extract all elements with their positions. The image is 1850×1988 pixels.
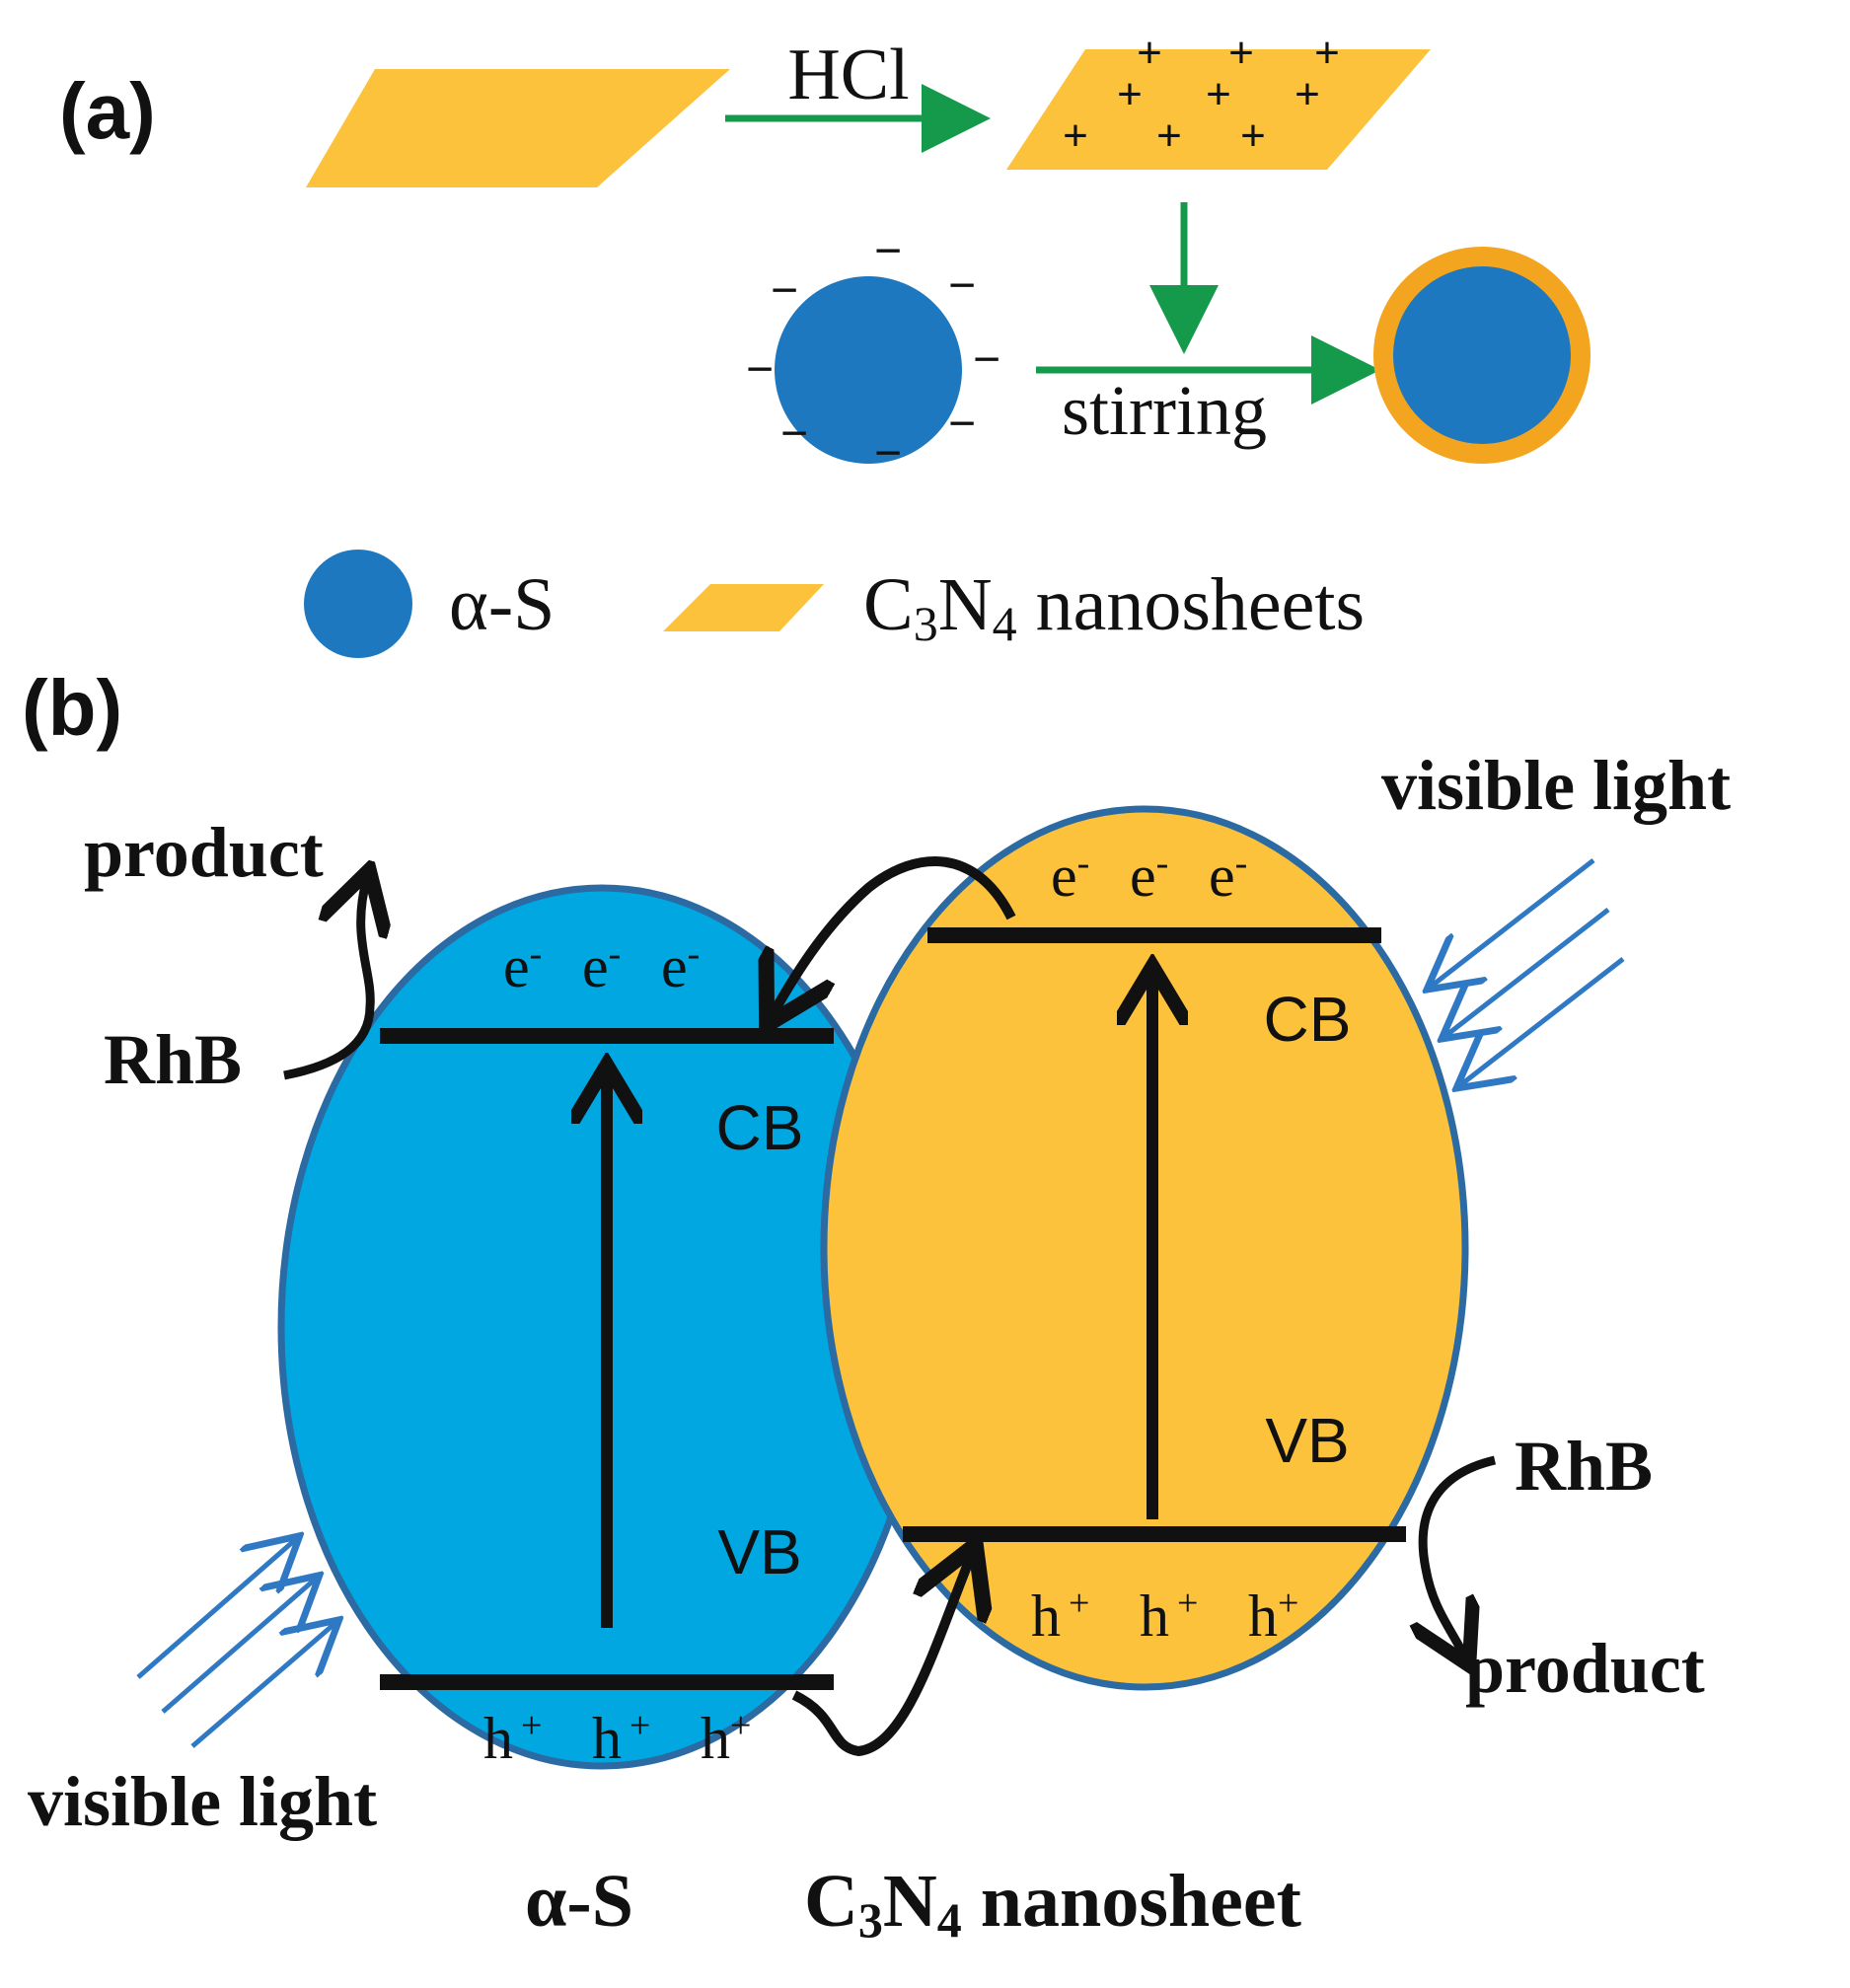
c3n4-cb-label: CB bbox=[1264, 984, 1352, 1055]
electron: e- bbox=[1209, 843, 1247, 909]
light-ray bbox=[136, 1539, 296, 1679]
plus-sign: + bbox=[1063, 111, 1088, 160]
hole: h+ bbox=[483, 1705, 542, 1771]
left-light-arrows bbox=[136, 1539, 335, 1748]
hole: h+ bbox=[1140, 1583, 1198, 1649]
hole: h+ bbox=[592, 1705, 650, 1771]
legend-alpha-s-swatch bbox=[304, 550, 412, 658]
left-product-label: product bbox=[84, 813, 324, 892]
plus-sign: + bbox=[1156, 111, 1182, 160]
c3n4-vb-label: VB bbox=[1265, 1405, 1349, 1476]
right-product-label: product bbox=[1465, 1629, 1705, 1708]
plus-sign: + bbox=[1240, 111, 1266, 160]
plus-sign: + bbox=[1206, 70, 1231, 118]
hole: h+ bbox=[1248, 1583, 1298, 1649]
left-visible-light-label: visible light bbox=[28, 1762, 377, 1841]
alpha-s-vb-label: VB bbox=[717, 1516, 801, 1587]
plus-sign: + bbox=[1295, 70, 1320, 118]
coated-sphere bbox=[1373, 247, 1591, 464]
minus-sign: − bbox=[746, 343, 774, 396]
alpha-s-holes: h+ h+ h+ bbox=[483, 1705, 751, 1771]
stirring-label: stirring bbox=[1062, 371, 1267, 450]
right-rhb-arrow bbox=[1423, 1455, 1497, 1657]
left-rhb-label: RhB bbox=[104, 1020, 242, 1099]
minus-sign: − bbox=[874, 427, 902, 479]
light-ray bbox=[190, 1623, 335, 1748]
c3n4-electrons: e- e- e- bbox=[1051, 843, 1247, 909]
negative-charges: − − − − − − − − bbox=[746, 225, 1000, 479]
c3n4-holes: h+ h+ h+ bbox=[1031, 1583, 1298, 1649]
hole-transfer-arrow bbox=[791, 1554, 972, 1757]
plus-sign: + bbox=[1228, 29, 1254, 77]
c3n4-ellipse bbox=[820, 805, 1469, 1691]
c3n4-name: C3N4 nanosheet bbox=[804, 1860, 1301, 1948]
hole: h+ bbox=[701, 1705, 751, 1771]
light-ray bbox=[1460, 957, 1625, 1085]
plus-sign: + bbox=[1137, 29, 1162, 77]
alpha-s-name: α-S bbox=[525, 1860, 633, 1943]
alpha-s-sphere-negative bbox=[775, 276, 962, 464]
light-ray bbox=[1445, 908, 1610, 1036]
electron: e- bbox=[661, 933, 700, 999]
light-ray bbox=[1431, 858, 1595, 987]
minus-sign: − bbox=[780, 407, 808, 460]
legend-c3n4-label: C3N4 nanosheets bbox=[863, 563, 1365, 651]
light-ray bbox=[161, 1579, 316, 1714]
electron: e- bbox=[582, 933, 621, 999]
panel-a-label: (a) bbox=[59, 67, 156, 155]
minus-sign: − bbox=[973, 333, 1000, 386]
panel-b-label: (b) bbox=[22, 664, 122, 752]
left-rhb-arrow bbox=[283, 878, 370, 1080]
hole: h+ bbox=[1031, 1583, 1089, 1649]
hcl-label: HCl bbox=[787, 35, 909, 115]
minus-sign: − bbox=[948, 398, 976, 450]
right-rhb-label: RhB bbox=[1515, 1427, 1653, 1506]
electron-transfer-arrow bbox=[772, 856, 1016, 1016]
legend-c3n4-swatch bbox=[663, 584, 824, 631]
plus-sign: + bbox=[1314, 29, 1340, 77]
positive-charges: + + + + + + + + + bbox=[1063, 29, 1340, 160]
minus-sign: − bbox=[771, 264, 798, 317]
electron: e- bbox=[1051, 843, 1089, 909]
alpha-s-electrons: e- e- e- bbox=[503, 933, 700, 999]
minus-sign: − bbox=[874, 225, 902, 277]
right-visible-light-label: visible light bbox=[1381, 746, 1731, 825]
right-light-arrows bbox=[1431, 858, 1625, 1085]
plus-sign: + bbox=[1117, 70, 1143, 118]
electron: e- bbox=[503, 933, 542, 999]
minus-sign: − bbox=[948, 259, 976, 312]
alpha-s-cb-label: CB bbox=[716, 1092, 804, 1163]
nanosheet-positive bbox=[1006, 49, 1431, 170]
legend-alpha-s-label: α-S bbox=[449, 563, 555, 646]
electron: e- bbox=[1130, 843, 1168, 909]
nanosheet-neutral bbox=[306, 69, 730, 187]
